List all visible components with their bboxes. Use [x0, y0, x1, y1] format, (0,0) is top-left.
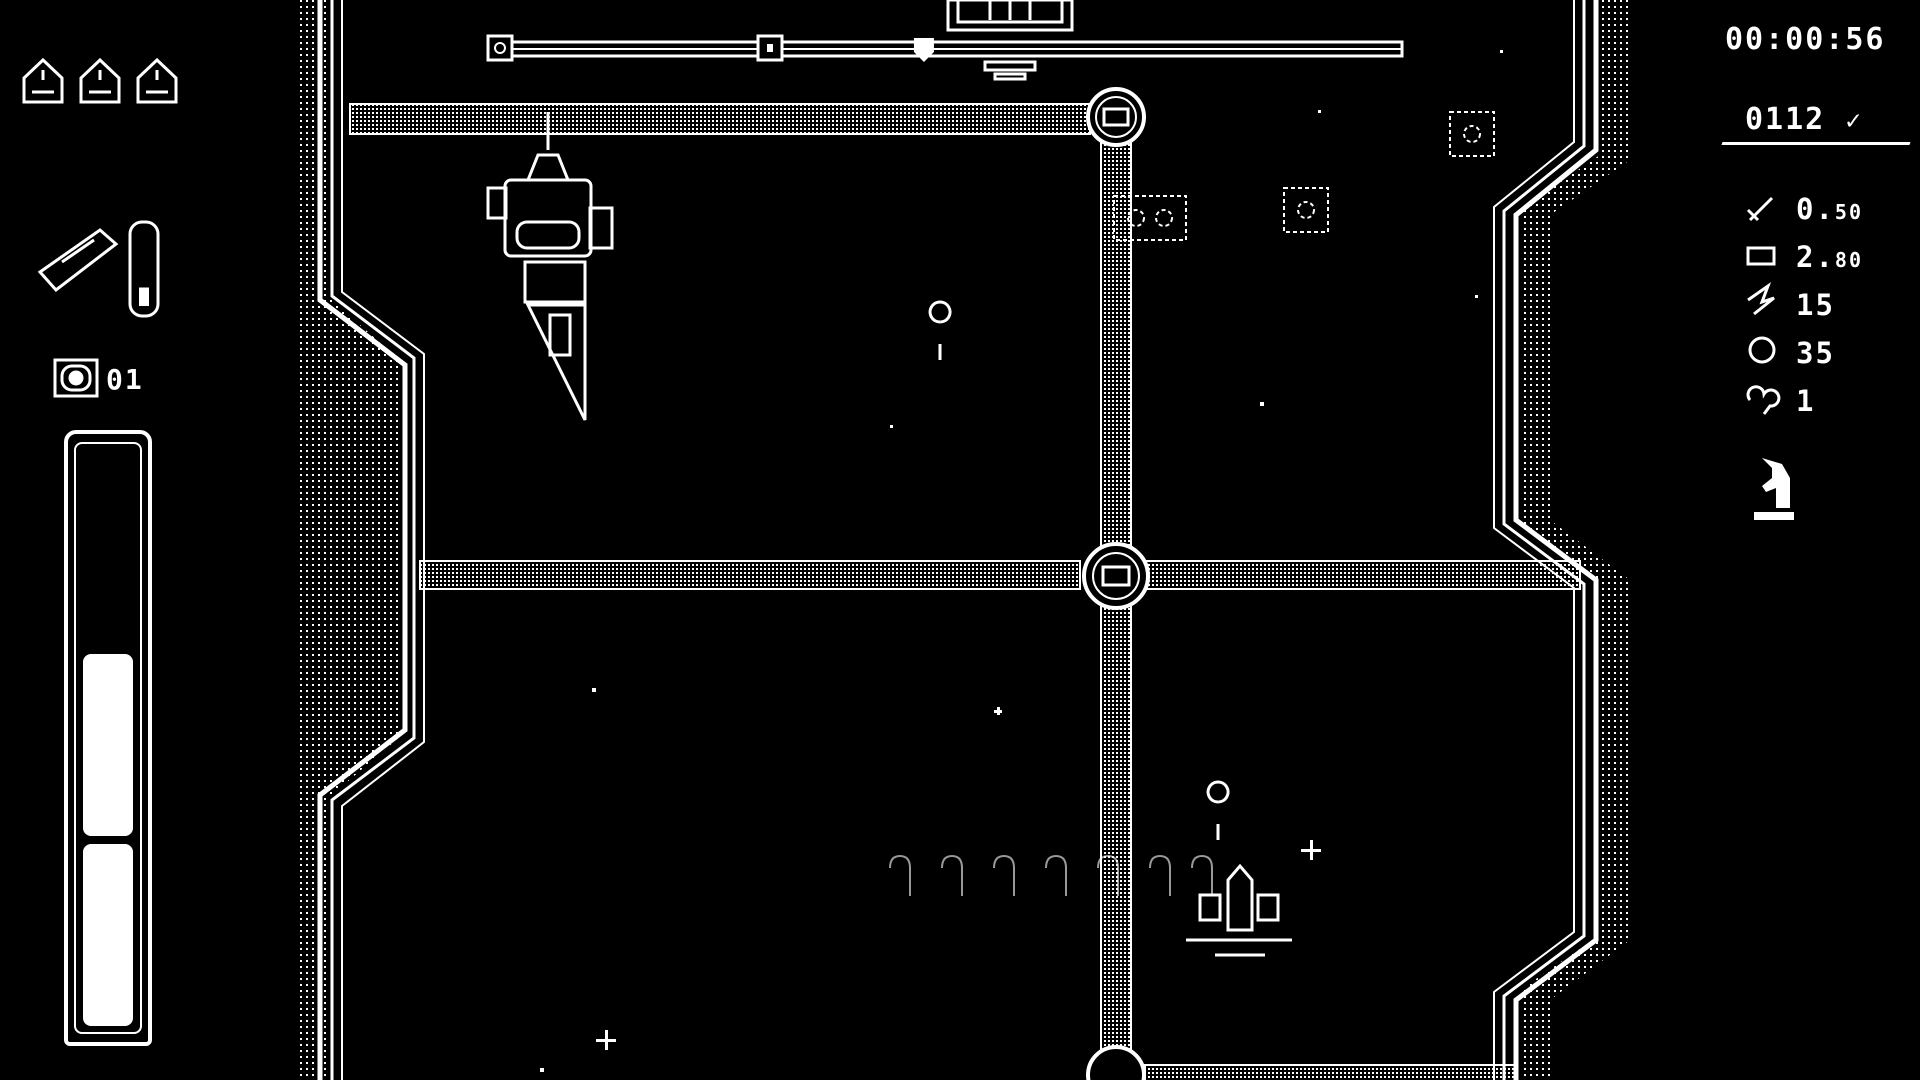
level-progress-track: [486, 34, 1404, 62]
level-progress-marker: [913, 38, 934, 62]
star-particles: [540, 50, 1503, 1072]
score-underline: [1721, 142, 1911, 145]
rail-grid: [349, 103, 1581, 1080]
stat-value: 2.80: [1796, 240, 1864, 274]
stat-value: 0.50: [1796, 192, 1864, 226]
stat-value: 15: [1796, 288, 1835, 322]
enemy-cruiser: [486, 112, 614, 421]
energy-segment: [83, 654, 133, 836]
left-wall: [296, 0, 425, 1080]
life-ship-icon: [79, 57, 121, 104]
top-boss: [946, 0, 1074, 81]
life-ship-icon: [136, 57, 178, 104]
stat-row: 1: [1796, 384, 1815, 418]
rail-junction: [1082, 87, 1150, 1080]
weapon-icon: [37, 228, 119, 293]
player-ship: [1186, 863, 1292, 957]
enemy-drone: [928, 300, 1230, 840]
stat-icons: [1746, 196, 1781, 415]
stat-decimal: 80: [1834, 248, 1864, 272]
target-box: [1113, 111, 1495, 241]
score-value: 0112: [1745, 102, 1826, 137]
stat-row: 2.80: [1796, 240, 1863, 274]
life-ship-icon: [22, 57, 64, 104]
game-timer: 00:00:56: [1725, 22, 1886, 57]
stat-decimal: 50: [1834, 200, 1864, 224]
stat-value: 1: [1796, 384, 1816, 418]
lives-group: [22, 57, 178, 104]
player-trail: [889, 854, 1213, 896]
bomb-icon: [53, 358, 99, 398]
stat-row: 15: [1796, 288, 1835, 322]
energy-gauge: [64, 430, 152, 1046]
currency-icon: ✓: [1845, 106, 1863, 136]
right-wall: [1493, 0, 1630, 1080]
energy-segment: [83, 844, 133, 1026]
weapon-charge-gauge: [128, 220, 160, 318]
knight-chess-icon: [1754, 458, 1794, 520]
stat-row: 35: [1796, 336, 1835, 370]
stat-row: 0.50: [1796, 192, 1863, 226]
score-display: 0112 ✓: [1745, 102, 1863, 137]
bomb-count: 01: [106, 363, 144, 396]
energy-gauge-inner: [74, 442, 142, 1034]
stat-value: 35: [1796, 336, 1835, 370]
